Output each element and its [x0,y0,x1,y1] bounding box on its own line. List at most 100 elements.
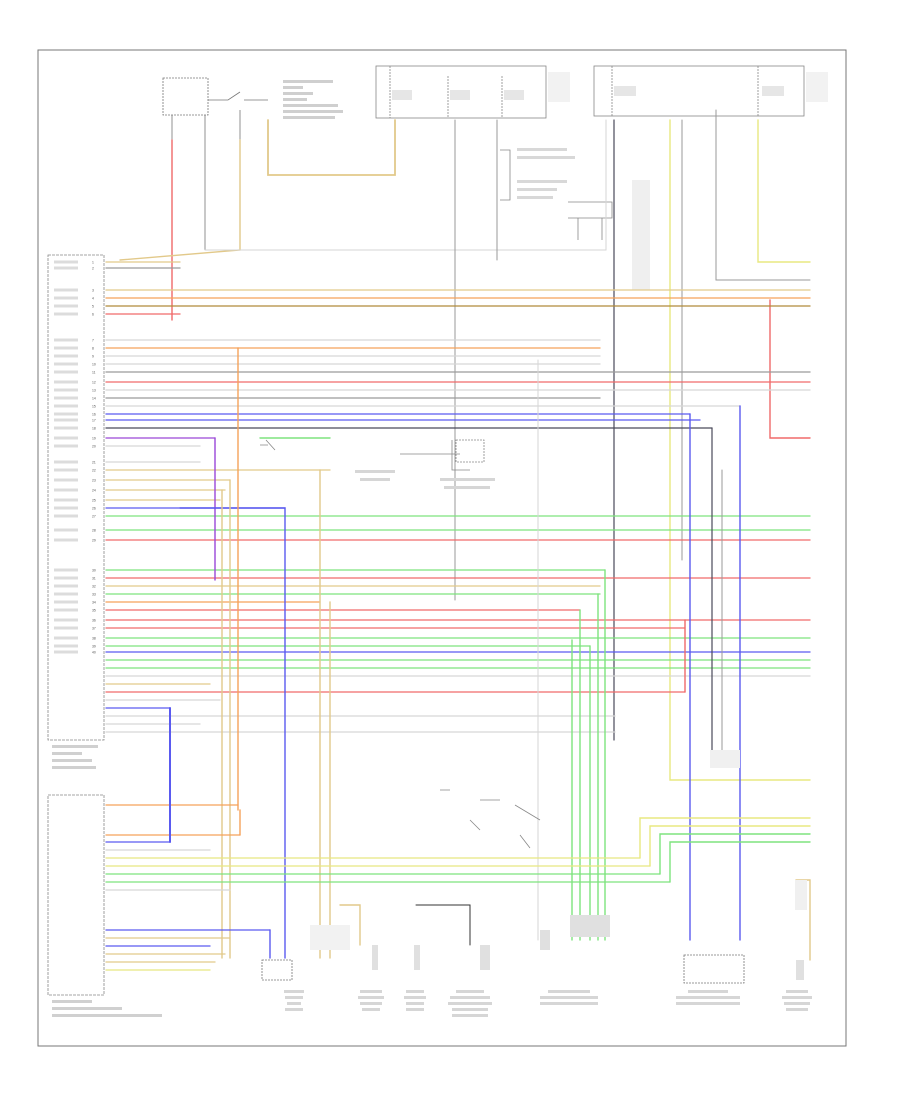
ecm-pin-label: 29 [92,539,96,543]
ecm-pin-label: 22 [92,469,96,473]
bottom-component-labels [284,990,812,1017]
ecm-pin-name [54,412,78,416]
ecm-pin-label: 36 [92,619,96,623]
wire-64 [179,507,286,959]
ecm-pin-label: 26 [92,507,96,511]
ecm-pin-name [54,576,78,580]
ecm-pin-label: 13 [92,389,96,393]
ecm-pin-name [54,418,78,422]
ecm-pin-name [54,626,78,630]
ecm-pin-labels: 1234567891011121314151617181920212223242… [54,260,96,655]
ecm-pin-label: 31 [92,577,96,581]
wire-105 [339,904,361,946]
wire-106 [415,904,471,946]
diagram-frame [37,49,847,1047]
ecm-pin-name [54,426,78,430]
ecm-pin-name [54,404,78,408]
wire-11 [757,119,811,263]
ecm-pin-name [54,266,78,270]
wire-3 [267,119,396,176]
wire-2 [119,139,241,261]
ecm-pin-name [54,396,78,400]
ecm-pin-name [54,388,78,392]
wire-101 [659,833,811,875]
ecm-pin-label: 18 [92,427,96,431]
ecm-pin-name [54,288,78,292]
ecm-pin-label: 20 [92,445,96,449]
ecm-pin-label: 16 [92,413,96,417]
ecm-pin-label: 8 [92,347,94,351]
ecm-pin-name [54,478,78,482]
ecm-pin-name [54,498,78,502]
ecm-pin-label: 25 [92,499,96,503]
ecm-pin-label: 14 [92,397,96,401]
ecm-pin-name [54,296,78,300]
ecm-pin-name [54,644,78,648]
ecm-pin-label: 19 [92,437,96,441]
ecm-module [47,254,162,1017]
ecm-pin-label: 1 [92,261,94,265]
ecm-pin-label: 32 [92,585,96,589]
wire-8 [669,119,811,781]
ecm-pin-name [54,506,78,510]
ecm-pin-label: 9 [92,355,94,359]
ecm-pin-name [54,304,78,308]
wire-harness [105,109,811,971]
bottom-connectors [261,880,807,984]
fuse-box-2 [593,65,828,117]
ecm-pin-label: 21 [92,461,96,465]
ecm-pin-label: 23 [92,479,96,483]
ecm-pin-label: 37 [92,627,96,631]
ecm-pin-name [54,362,78,366]
ecm-pin-name [54,468,78,472]
mid-sensors [260,439,740,849]
ecm-pin-name [54,608,78,612]
ecm-pin-label: 33 [92,593,96,597]
ecm-pin-name [54,528,78,532]
ecm-pin-name [54,346,78,350]
ecm-pin-label: 3 [92,289,94,293]
fuse-box-1 [375,65,570,119]
ecm-pin-label: 35 [92,609,96,613]
wire-12 [769,299,811,439]
ecm-pin-label: 28 [92,529,96,533]
ecm-pin-label: 12 [92,381,96,385]
ecm-pin-name [54,636,78,640]
ecm-pin-name [54,514,78,518]
ecm-pin-name [54,354,78,358]
ecm-pin-name [54,380,78,384]
ecm-pin-name [54,584,78,588]
ecm-pin-label: 6 [92,313,94,317]
ecm-pin-name [54,592,78,596]
ecm-pin-label: 5 [92,305,94,309]
ecm-pin-label: 17 [92,419,96,423]
ecm-pin-name [54,436,78,440]
ecm-pin-name [54,488,78,492]
ecm-pin-name [54,370,78,374]
ecm-pin-label: 10 [92,363,96,367]
ecm-pin-name [54,618,78,622]
top-left-switch-group [162,77,268,250]
ecm-pin-label: 24 [92,489,96,493]
wire-100 [649,825,811,867]
ecm-pin-name [54,444,78,448]
ecm-pin-name [54,538,78,542]
ecm-pin-label: 40 [92,651,96,655]
ecm-pin-label: 39 [92,645,96,649]
wire-102 [669,841,811,883]
ecm-pin-name [54,460,78,464]
top-left-switch-labels [283,80,343,119]
ecm-pin-label: 34 [92,601,96,605]
ecm-pin-label: 15 [92,405,96,409]
relay-area [500,148,650,290]
wire-99 [639,817,811,859]
ecm-pin-name [54,338,78,342]
ecm-pin-label: 11 [92,371,96,375]
wire-10 [715,109,811,281]
ecm-pin-name [54,312,78,316]
ecm-pin-label: 27 [92,515,96,519]
ecm-pin-label: 4 [92,297,94,301]
ecm-pin-label: 38 [92,637,96,641]
ecm-pin-label: 30 [92,569,96,573]
